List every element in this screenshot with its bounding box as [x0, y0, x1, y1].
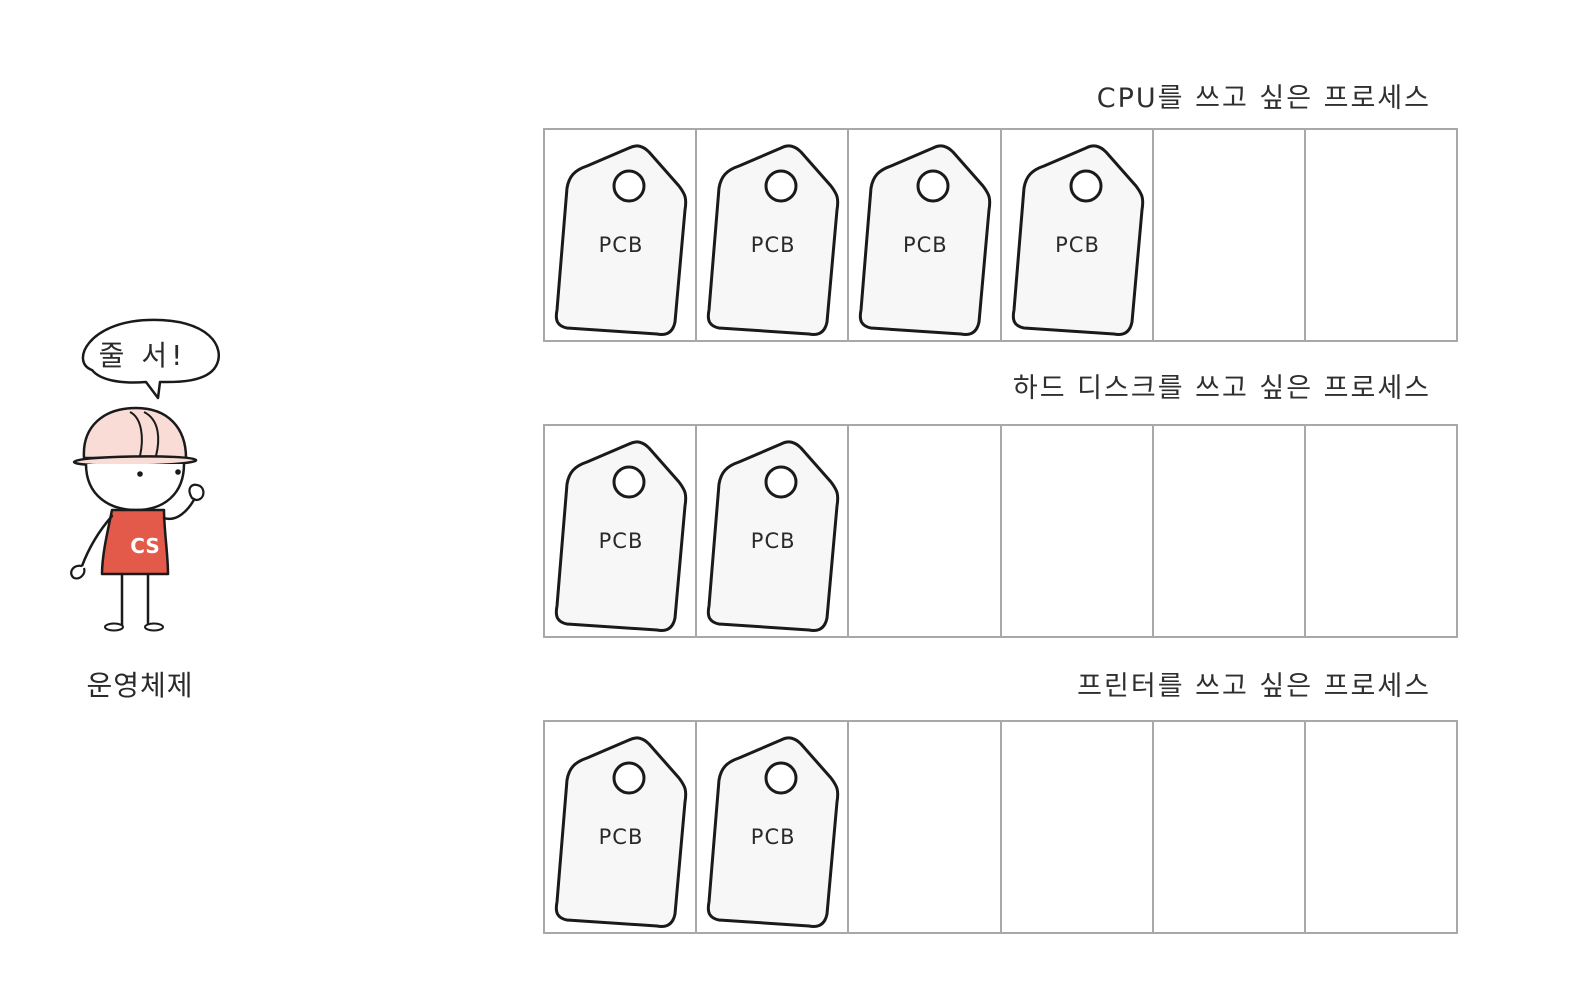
queue-slot: PCB — [697, 722, 850, 932]
os-character — [60, 318, 240, 648]
queue-slot — [1001, 722, 1154, 932]
pcb-label: PCB — [750, 529, 796, 553]
pcb-tag: PCB — [1004, 140, 1152, 336]
queue-slot — [1153, 130, 1306, 340]
pcb-tag-icon — [554, 440, 688, 632]
queue-title-hard-disk: 하드 디스크를 쓰고 싶은 프로세스 — [1012, 373, 1431, 404]
queue-title-cpu: CPU를 쓰고 싶은 프로세스 — [1096, 83, 1431, 114]
pcb-tag: PCB — [547, 732, 695, 928]
pcb-label: PCB — [1055, 233, 1100, 257]
queue-slot — [1001, 426, 1154, 636]
queue-slot: PCB — [697, 130, 850, 340]
pcb-tag: PCB — [699, 140, 847, 336]
queue-printer: PCB PCB — [543, 720, 1458, 934]
pcb-tag-icon — [706, 144, 840, 336]
queue-slot: PCB — [545, 722, 698, 932]
pcb-tag-icon — [706, 440, 840, 632]
queue-slot — [1153, 722, 1306, 932]
queue-slot — [1305, 426, 1457, 636]
os-character-drawing — [70, 318, 220, 632]
speech-bubble — [81, 318, 220, 400]
queue-hard-disk: PCB PCB — [543, 424, 1458, 638]
pcb-tag-icon — [859, 144, 992, 336]
speech-bubble-text: 줄 서! — [98, 339, 187, 372]
shirt-logo-text: CS — [130, 534, 160, 558]
os-label: 운영체제 — [86, 669, 194, 702]
pcb-tag-icon — [554, 736, 688, 928]
pcb-label: PCB — [750, 233, 796, 257]
pcb-label: PCB — [598, 825, 644, 849]
queue-slot — [1305, 722, 1457, 932]
queue-slot: PCB — [697, 426, 850, 636]
pcb-label: PCB — [598, 529, 644, 553]
queue-slot: PCB — [1001, 130, 1154, 340]
queue-slot: PCB — [849, 130, 1002, 340]
queue-slot — [849, 426, 1002, 636]
pcb-label: PCB — [750, 825, 796, 849]
hard-hat-icon — [72, 406, 198, 467]
pcb-tag: PCB — [699, 436, 847, 632]
queue-slot: PCB — [545, 130, 698, 340]
pcb-tag: PCB — [547, 140, 695, 336]
queue-cpu: PCB PCB PCB PCB — [543, 128, 1458, 342]
pcb-tag: PCB — [547, 436, 695, 632]
queue-title-printer: 프린터를 쓰고 싶은 프로세스 — [1077, 671, 1431, 702]
pcb-tag-icon — [706, 736, 840, 928]
pcb-tag: PCB — [851, 140, 999, 336]
queue-slot: PCB — [545, 426, 698, 636]
pcb-label: PCB — [902, 233, 948, 257]
queue-slot — [1153, 426, 1306, 636]
pcb-label: PCB — [598, 233, 644, 257]
pcb-tag: PCB — [699, 732, 847, 928]
pcb-tag-icon — [1011, 144, 1144, 336]
queue-slot — [849, 722, 1002, 932]
pcb-tag-icon — [554, 144, 688, 336]
queue-slot — [1305, 130, 1457, 340]
